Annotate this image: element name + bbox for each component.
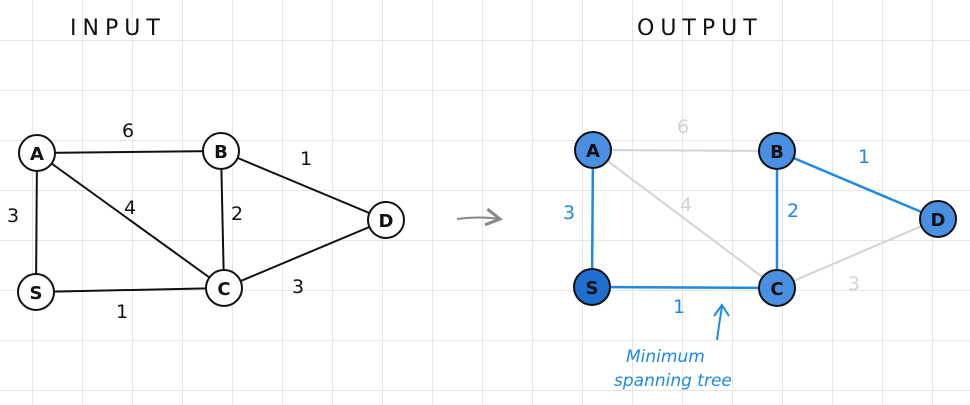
output-weight-bc: 2 xyxy=(787,200,799,222)
input-title: INPUT xyxy=(70,16,166,41)
input-weight-as: 3 xyxy=(7,205,19,227)
output-edge-cd xyxy=(776,218,939,289)
input-node-d: D xyxy=(367,201,405,239)
output-node-c: C xyxy=(758,269,796,307)
input-edge-as xyxy=(35,152,38,293)
input-graph: 6 4 3 2 1 1 3 A B C D S xyxy=(7,120,405,323)
annotation-arrowhead-icon xyxy=(713,303,730,317)
output-weight-ac: 4 xyxy=(680,194,692,216)
input-node-b: B xyxy=(202,132,240,170)
output-edge-sc xyxy=(591,285,778,290)
output-node-c-label: C xyxy=(770,279,783,300)
output-node-a: A xyxy=(574,131,612,169)
arrow-right-icon xyxy=(456,207,503,227)
output-graph: 6 4 3 2 1 1 3 A B C D S Minim xyxy=(563,116,957,391)
input-edge-ac xyxy=(36,152,225,289)
output-weight-sc: 1 xyxy=(673,296,685,318)
output-weight-bd: 1 xyxy=(858,146,870,168)
output-edge-bd xyxy=(776,149,939,221)
output-edge-ac xyxy=(592,149,778,289)
output-node-d-label: D xyxy=(931,210,946,231)
input-edge-bd xyxy=(220,150,387,221)
output-node-s-label: S xyxy=(586,278,599,299)
input-node-s: S xyxy=(17,273,55,311)
annotation-line-2: spanning tree xyxy=(614,371,732,391)
input-weight-ac: 4 xyxy=(124,197,136,219)
output-weight-as: 3 xyxy=(563,202,575,224)
input-node-a-label: A xyxy=(30,144,44,165)
input-weight-bd: 1 xyxy=(300,148,312,170)
input-edge-ab xyxy=(36,150,222,154)
input-weight-sc: 1 xyxy=(116,301,128,323)
input-node-b-label: B xyxy=(214,142,228,163)
input-weight-bc: 2 xyxy=(231,203,243,225)
output-edge-ab xyxy=(592,149,778,152)
input-weight-ab: 6 xyxy=(122,120,134,142)
output-weight-ab: 6 xyxy=(677,116,689,138)
input-node-a: A xyxy=(18,134,56,172)
input-weight-cd: 3 xyxy=(292,276,304,298)
output-weight-cd: 3 xyxy=(848,273,860,295)
output-title: OUTPUT xyxy=(637,16,763,41)
output-node-b-label: B xyxy=(770,142,784,163)
output-edge-as xyxy=(590,149,595,288)
output-node-a-label: A xyxy=(586,141,600,162)
annotation-arrow-icon xyxy=(716,305,723,341)
input-node-c: C xyxy=(205,269,243,307)
output-node-s: S xyxy=(573,268,611,306)
input-edge-cd xyxy=(223,219,387,289)
input-edge-sc xyxy=(35,287,225,293)
output-node-b: B xyxy=(758,132,796,170)
input-node-s-label: S xyxy=(30,283,43,304)
annotation-line-1: Minimum xyxy=(626,347,705,367)
input-node-c-label: C xyxy=(217,279,230,300)
input-edge-bc xyxy=(220,150,225,289)
output-node-d: D xyxy=(919,200,957,238)
input-node-d-label: D xyxy=(379,211,394,232)
